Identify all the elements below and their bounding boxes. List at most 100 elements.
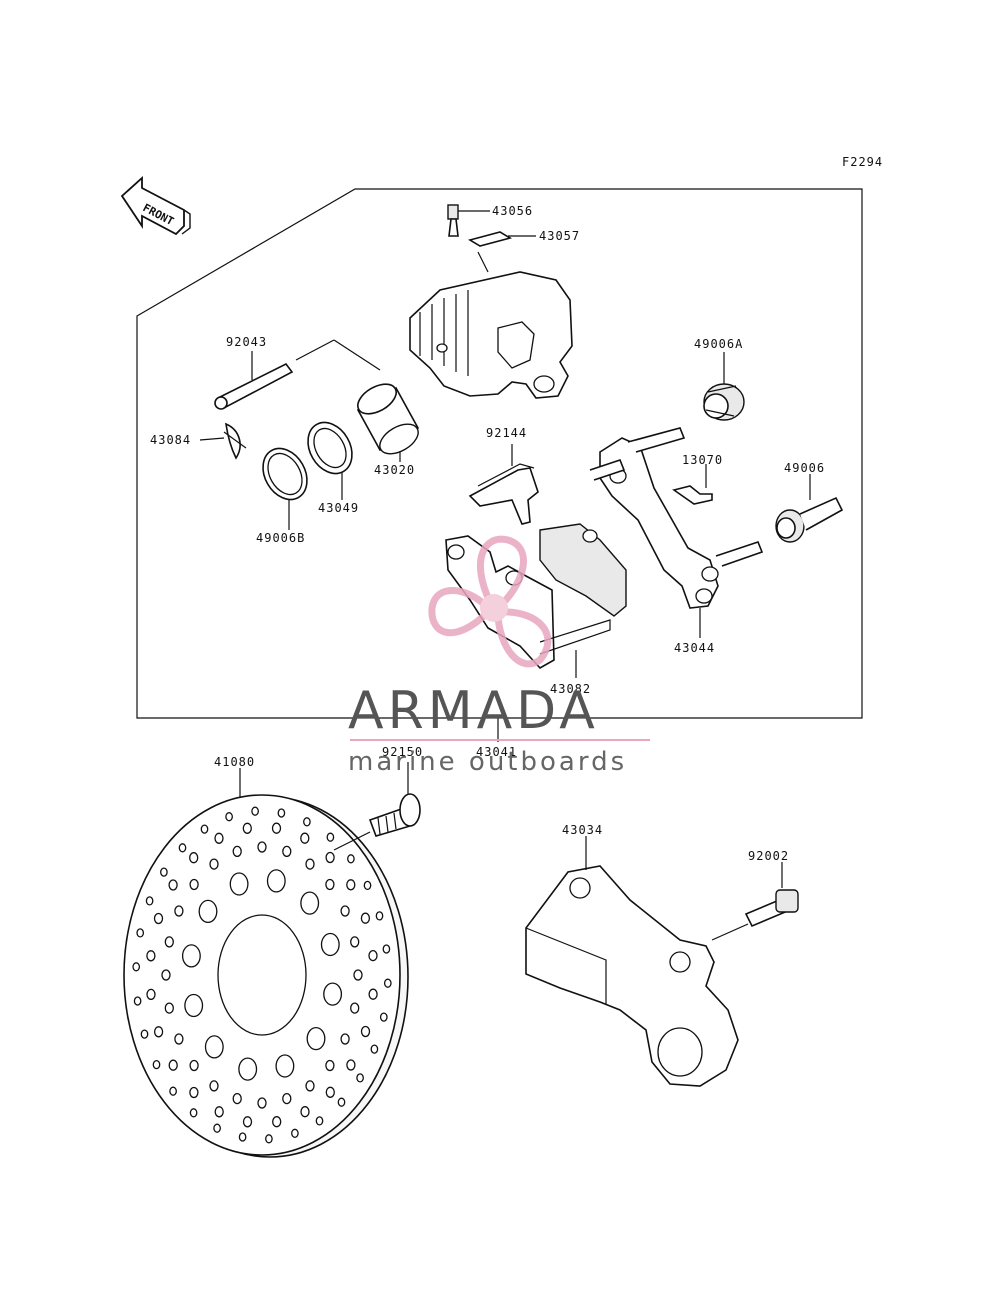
label-43034: 43034 (562, 823, 603, 837)
disc-vent-hole (200, 824, 209, 834)
disc-vent-hole (146, 988, 156, 1001)
disc-vent-hole (169, 1086, 177, 1096)
label-49006B: 49006B (256, 531, 305, 545)
disc-vent-hole (214, 1106, 224, 1118)
disc-vent-hole (229, 872, 249, 896)
label-92002: 92002 (748, 849, 789, 863)
disc-vent-hole (370, 1044, 379, 1054)
disc-vent-hole (153, 1026, 164, 1038)
disc-vent-hole (204, 1035, 224, 1059)
disc-vent-hole (232, 845, 242, 858)
bracket-43044: 43044 (589, 427, 764, 655)
disc-vent-hole (133, 996, 142, 1006)
disc-vent-hole (214, 832, 224, 844)
disc-vent-hole (360, 1025, 371, 1038)
disc-vent-hole (383, 978, 392, 988)
disc-vent-hole (168, 879, 178, 891)
disc-vent-hole (189, 1059, 199, 1072)
disc-vent-hole (209, 1080, 219, 1092)
disc-vent-hole (238, 1057, 258, 1081)
label-43082: 43082 (550, 682, 591, 696)
pad-spring-92144: 92144 (468, 426, 539, 525)
disc-vent-hole (323, 982, 343, 1006)
disc-vent-hole (189, 878, 199, 891)
disc-vent-hole (325, 878, 335, 891)
disc-vent-hole (272, 1116, 282, 1128)
disc-vent-hole (325, 1086, 335, 1098)
disc-vent-hole (282, 1092, 292, 1105)
cap-43057: 43057 (467, 229, 579, 273)
bolt-92150: 92150 (333, 745, 423, 851)
label-41080: 41080 (214, 755, 255, 769)
disc-vent-hole (160, 867, 168, 877)
disc-vent-hole (346, 1059, 356, 1071)
label-43044: 43044 (674, 641, 715, 655)
disc-vent-hole (368, 988, 378, 1000)
bleed-valve-43056: 43056 (447, 204, 533, 237)
disc-vent-hole (164, 936, 174, 948)
bolt-92002: 92002 (711, 849, 799, 941)
label-92150: 92150 (382, 745, 423, 759)
boot-49006A: 49006A (694, 337, 745, 421)
disc-vent-hole (340, 1033, 350, 1045)
label-43056: 43056 (492, 204, 533, 218)
disc-vent-hole (382, 944, 391, 954)
disc-vent-hole (306, 1026, 326, 1051)
brake-pads-43082: 43082 (445, 523, 627, 696)
disc-vent-hole (225, 812, 233, 822)
disc-vent-hole (152, 1059, 161, 1070)
disc-vent-hole (271, 822, 282, 834)
pin-92043: 92043 (214, 335, 381, 410)
disc-vent-hole (132, 962, 141, 972)
disc-vent-hole (174, 1033, 184, 1045)
disc-vent-hole (379, 1012, 388, 1022)
label-43041: 43041 (476, 745, 517, 759)
label-49006A: 49006A (694, 337, 743, 351)
watermark-tagline: marine outboards (348, 747, 627, 777)
disc-vent-hole (291, 1128, 299, 1138)
disc-vent-hole (168, 1059, 178, 1071)
disc-vent-hole (360, 912, 371, 924)
disc-vent-hole (266, 869, 286, 893)
disc-vent-hole (189, 1086, 199, 1099)
label-43084: 43084 (150, 433, 191, 447)
disc-vent-hole (325, 1059, 335, 1072)
disc-vent-hole (277, 808, 286, 818)
disc-vent-hole (326, 832, 335, 842)
disc-vent-hole (257, 1097, 267, 1109)
caliper-assembly-frame (136, 188, 863, 719)
caliper-assembly-43041: 43041 (476, 718, 517, 759)
disc-vent-hole (305, 858, 315, 870)
figure-code: F2294 (842, 155, 883, 169)
disc-vent-hole (136, 928, 145, 938)
disc-vent-hole (320, 932, 340, 957)
front-arrow-icon: FRONT (120, 175, 191, 236)
disc-vent-hole (346, 879, 356, 891)
disc-vent-hole (189, 852, 199, 864)
disc-vent-hole (164, 1002, 174, 1014)
seal-49006B: 49006B (256, 447, 308, 545)
disc-vent-hole (257, 841, 267, 853)
shim-13070: 13070 (672, 453, 722, 505)
label-92043: 92043 (226, 335, 267, 349)
label-43049: 43049 (318, 501, 359, 515)
disc-vent-hole (181, 944, 201, 968)
label-49006: 49006 (784, 461, 825, 475)
disc-vent-hole (325, 851, 335, 864)
disc-vent-hole (300, 1106, 310, 1118)
caliper-body (409, 271, 573, 399)
disc-vent-hole (353, 969, 363, 981)
disc-vent-hole (238, 1132, 247, 1142)
disc-vent-hole (209, 858, 219, 870)
disc-vent-hole (146, 950, 156, 962)
disc-vent-hole (347, 854, 355, 864)
label-43020: 43020 (374, 463, 415, 477)
disc-vent-hole (213, 1123, 221, 1133)
disc-vent-hole (140, 1029, 149, 1039)
disc-vent-hole (305, 1080, 315, 1092)
propeller-logo-icon (428, 535, 552, 668)
label-92144: 92144 (486, 426, 527, 440)
disc-vent-hole (174, 905, 184, 917)
caliper-bracket-43034: 43034 (525, 823, 739, 1087)
